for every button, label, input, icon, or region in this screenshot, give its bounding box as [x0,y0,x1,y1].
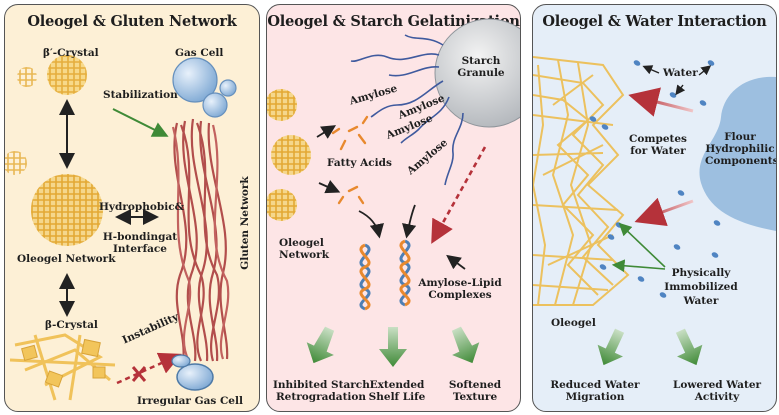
beta-crystal-icon [9,333,116,401]
amylose-lipid-complex-icon [359,239,411,311]
outcome-2-label-2: Shelf Life [368,391,426,403]
beta-prime-crystal-icon [47,55,87,95]
competes-label-1: Competes [629,133,687,145]
fatty-acids-label: Fatty Acids [327,157,392,169]
competition-arrow-icon [628,87,694,117]
outcome-arrow-icon [306,326,480,367]
immobilized-arrow-icon [611,259,666,273]
starch-granule-icon [434,18,520,128]
oleogel-network-label: Oleogel Network [17,253,116,265]
gas-cell-icon [172,57,237,118]
irregular-gas-cell-icon [171,354,214,391]
instability-arrow-icon [116,352,182,385]
flour-label-1: Flour [724,131,756,143]
red-dashed-arrow-icon [431,146,487,244]
complex-label-1: Amylose-Lipid [418,277,502,289]
outcome-1-label-2: Retrogradation [275,391,367,403]
panel-title: Oleogel & Gluten Network [27,13,237,30]
beta-crystal-label: β-Crystal [45,319,98,331]
arrow-icon [446,254,466,270]
beta-prime-label: β′-Crystal [43,47,99,59]
outcome-2-label-1: Lowered Water [672,379,762,391]
oleogel-network-icon [267,89,311,221]
small-crystal-icon [17,67,37,87]
irregular-gas-cell-label: Irregular Gas Cell [137,395,243,407]
outcome-1-label-1: Reduced Water [550,379,640,391]
immobilized-label-3: Water [683,295,719,307]
starch-gelatinization-panel: Oleogel & Starch Gelatinization [266,4,521,412]
small-crystal-icon [5,151,27,175]
immobilized-label-2: Immobilized [664,281,738,293]
flour-component-region [699,76,776,231]
arrow-icon [642,65,660,75]
hydrophobic-label-3: Interface [112,243,167,255]
gluten-network-panel: Oleogel & Gluten Network [4,4,260,412]
stabilization-arrow-icon [112,108,169,137]
cross-mark-icon [131,366,147,382]
outcome-3-label-1: Softened [448,379,502,391]
competition-arrow-icon [634,197,694,227]
competes-label-2: for Water [630,145,686,157]
hydrophobic-label-2: H-bondingat [102,231,178,243]
arrow-icon [358,210,384,239]
immobilized-label-1: Physically [671,267,731,279]
outcome-arrow-icon [597,328,703,366]
immobilized-arrow-icon [618,222,666,268]
arrow-icon [698,65,712,76]
arrow-icon [402,204,417,239]
arrow-icon [318,180,341,194]
water-diagram [533,56,776,366]
gas-cell-label: Gas Cell [175,47,224,59]
oleogel-network-icon [533,56,630,306]
water-interaction-panel: Oleogel & Water Interaction [532,4,777,412]
outcome-2-label-1: Extended [369,379,425,391]
starch-diagram [267,18,520,367]
outcome-1-label-2: Migration [565,391,625,403]
arrow-icon [675,84,686,96]
crystal-block-icon [21,338,106,388]
amylose-strand-icon [350,34,464,186]
flour-label-3: Components [705,155,777,167]
oleogel-network-icon [31,174,103,246]
flour-label-2: Hydrophilic [705,143,775,155]
oleogel-label: Oleogel [551,317,596,329]
complex-label-2: Complexes [428,289,492,301]
arrow-icon [316,125,337,139]
starch-label-1: Starch [461,55,501,67]
starch-label-2: Granule [457,67,505,79]
gluten-diagram [5,55,237,401]
outcome-2-label-2: Activity [694,391,740,403]
panel-title: Oleogel & Starch Gelatinization [267,13,520,30]
outcome-3-label-2: Texture [452,391,498,403]
gluten-fiber-icon [171,118,230,362]
gluten-network-label: Gluten Network [239,176,251,270]
oleogel-label-2: Network [279,249,329,261]
panel-title: Oleogel & Water Interaction [542,13,767,30]
water-label: Water [663,67,698,79]
outcome-1-label-1: Inhibited Starch [273,379,370,391]
stabilization-label: Stabilization [103,89,178,101]
hydrophobic-label-1: Hydrophobic& [99,201,185,213]
oleogel-label-1: Oleogel [279,237,324,249]
